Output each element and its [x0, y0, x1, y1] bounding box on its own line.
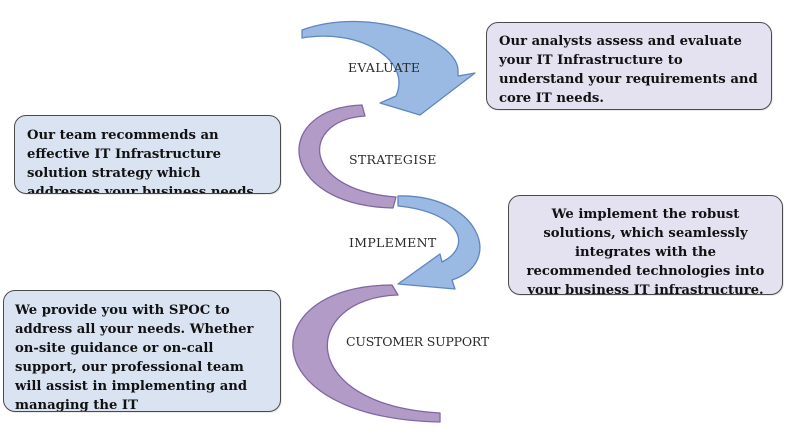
stage-label-customer-support: CUSTOMER SUPPORT: [346, 334, 490, 349]
strategise-description: Our team recommends an effective IT Infr…: [27, 128, 259, 194]
evaluate-description-box: Our analysts assess and evaluate your IT…: [486, 22, 772, 110]
implement-description: We implement the robust solutions, which…: [526, 207, 765, 295]
evaluate-description: Our analysts assess and evaluate your IT…: [499, 34, 758, 106]
strategise-description-box: Our team recommends an effective IT Infr…: [14, 115, 281, 194]
customer-support-description: We provide you with SPOC to address all …: [15, 303, 254, 412]
customer-support-description-box: We provide you with SPOC to address all …: [3, 290, 281, 412]
evaluate-arrow: [301, 20, 476, 116]
implement-description-box: We implement the robust solutions, which…: [508, 195, 783, 295]
stage-label-evaluate: EVALUATE: [348, 60, 421, 75]
stage-label-strategise: STRATEGISE: [349, 152, 437, 167]
strategise-arc: [298, 104, 397, 209]
implement-arrow: [397, 195, 481, 290]
customer-support-arc: [292, 284, 441, 423]
stage-label-implement: IMPLEMENT: [349, 235, 437, 250]
